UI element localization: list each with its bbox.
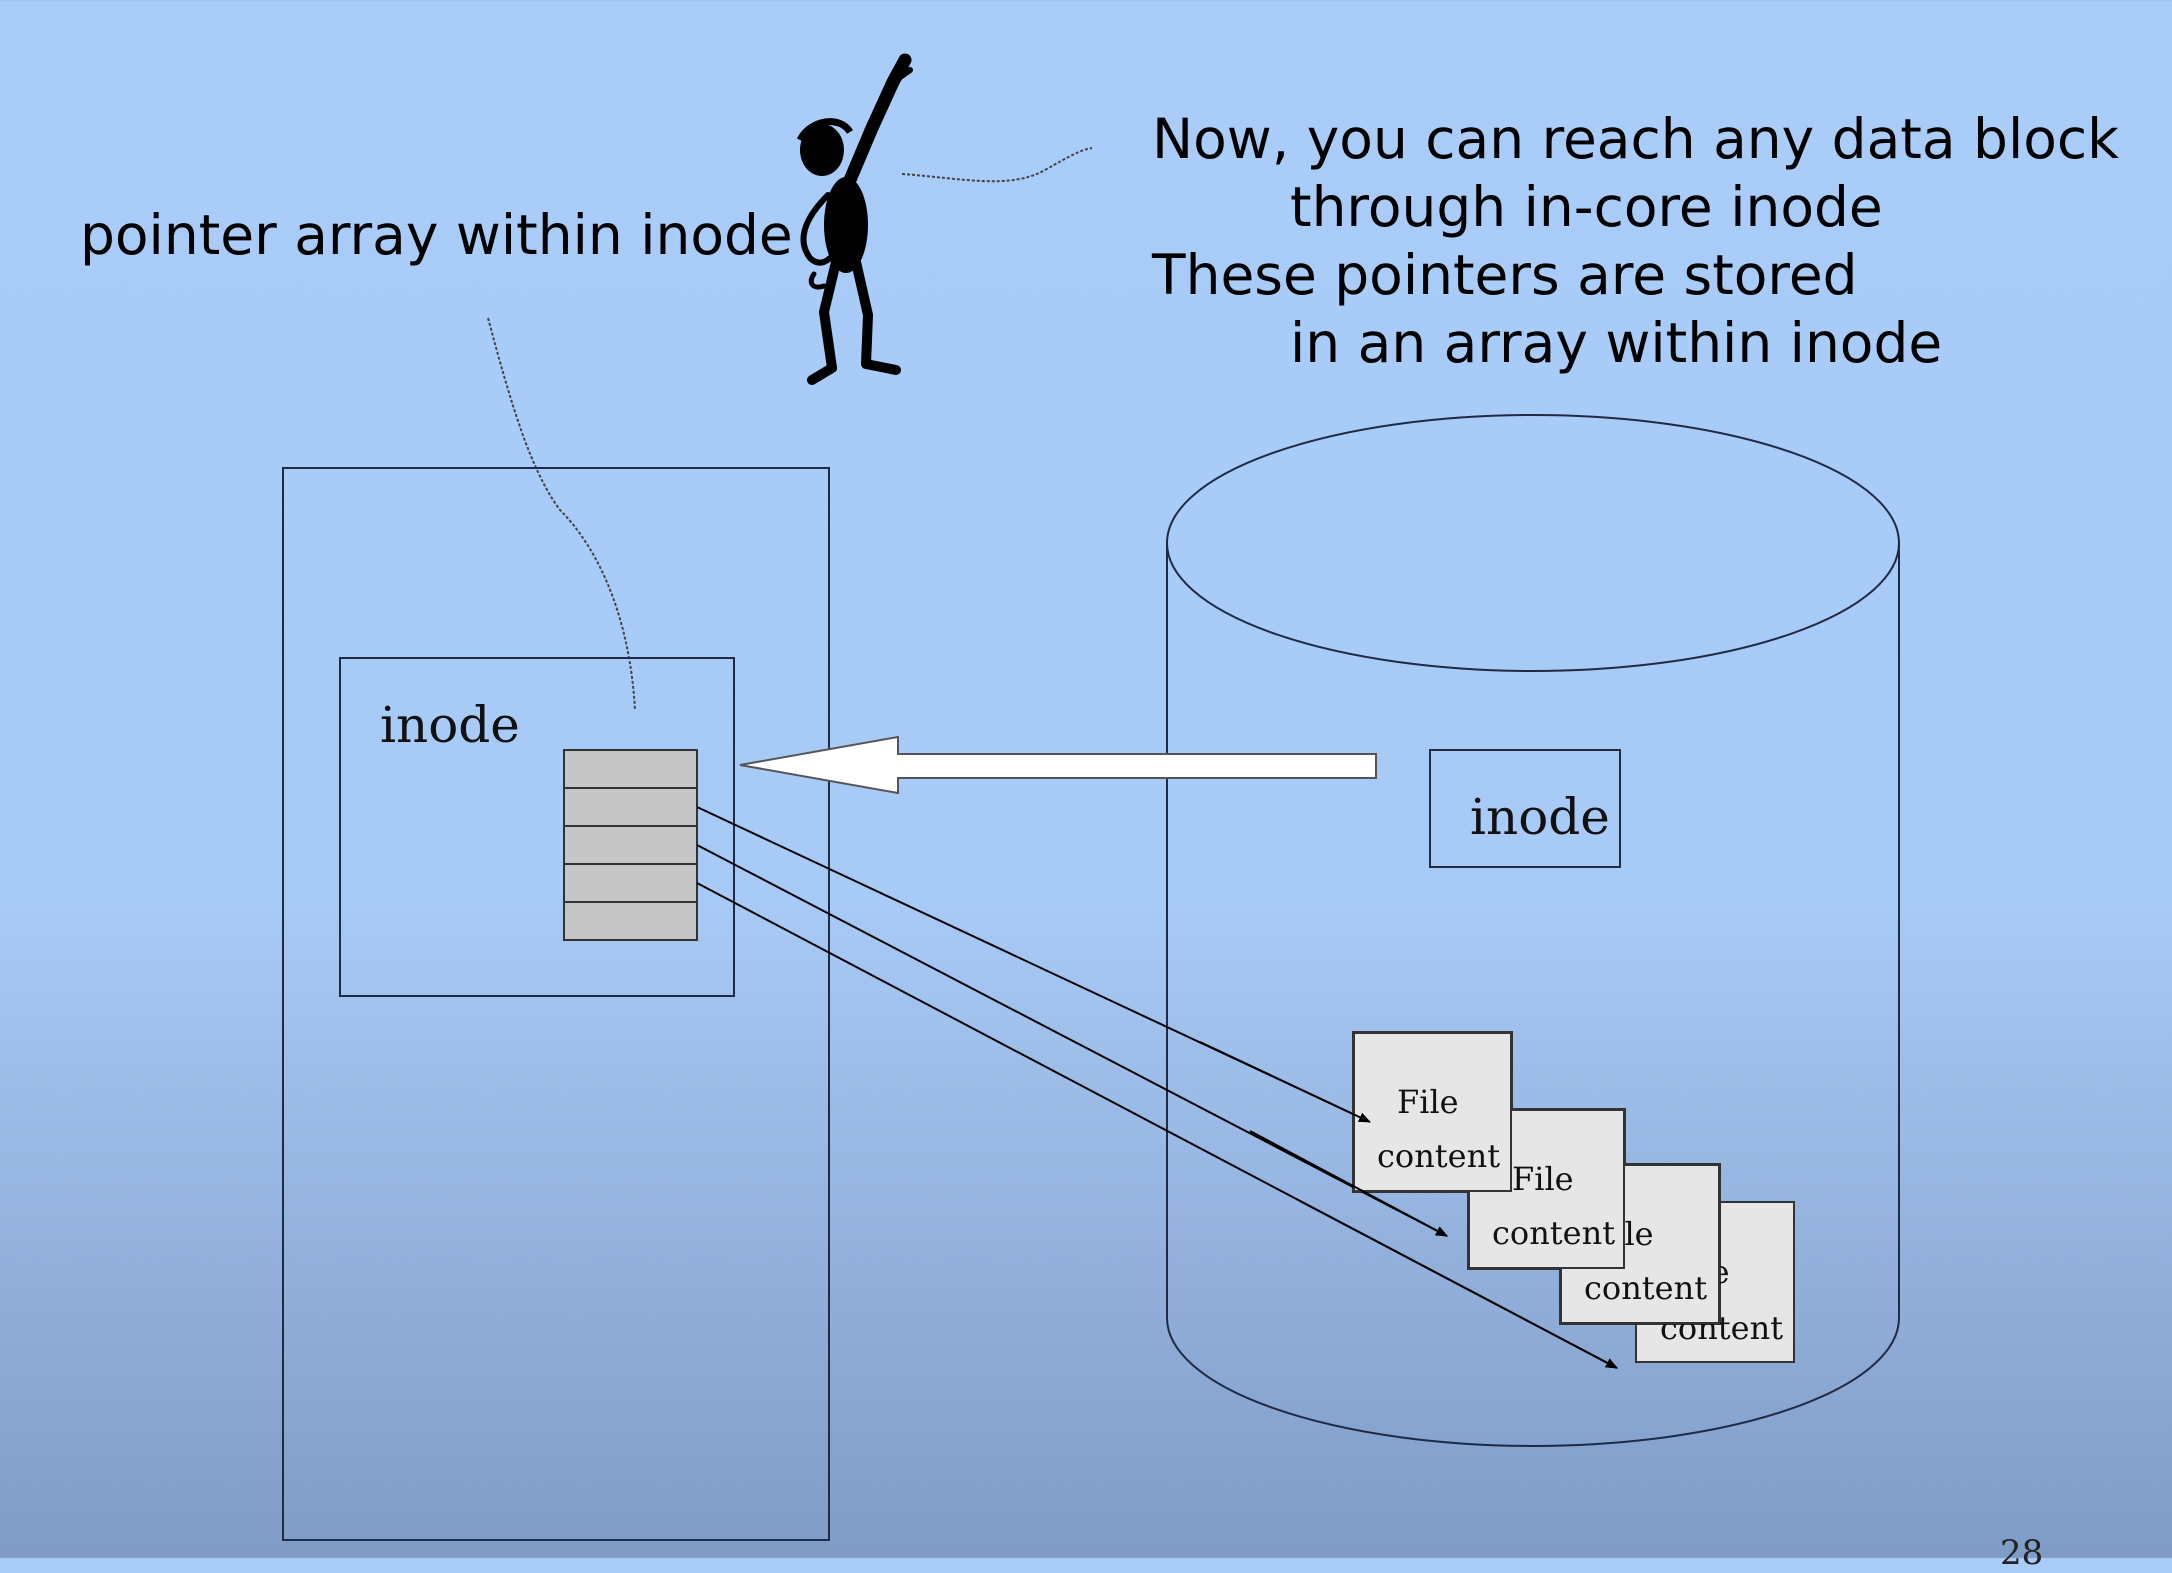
memory-box — [282, 467, 830, 1541]
callout-left-text: pointer array within inode — [80, 203, 793, 267]
pointer-slot — [563, 901, 698, 941]
callout-right-line-2: through in-core inode — [1290, 175, 1883, 239]
disk-cylinder — [1166, 414, 1900, 1447]
file-block-line1: File — [1512, 1160, 1574, 1198]
callout-right-line-3: These pointers are stored — [1152, 243, 1858, 307]
file-content-label-box: File content — [1353, 1032, 1512, 1192]
pointer-slot — [563, 825, 698, 865]
pointer-line — [696, 806, 1371, 1123]
file-block-line2: content — [1377, 1137, 1501, 1175]
incore-inode-label: inode — [380, 696, 520, 754]
pointer-line — [696, 844, 1448, 1237]
load-inode-arrow — [739, 735, 1377, 795]
callout-leader-right — [901, 147, 1093, 183]
pointer-array — [563, 749, 698, 941]
pointer-slot — [563, 863, 698, 903]
pointing-figure-icon — [796, 53, 913, 385]
file-block-line1: File — [1397, 1083, 1459, 1121]
callout-right-line-4: in an array within inode — [1290, 311, 1943, 375]
callout-right-line-1: Now, you can reach any data block — [1152, 107, 2119, 171]
callout-leader-left — [487, 317, 636, 711]
disk-inode-label: inode — [1470, 788, 1610, 846]
file-block-line2: content — [1584, 1269, 1708, 1307]
incore-inode-box — [339, 657, 735, 997]
pointer-slot — [563, 749, 698, 789]
page-number: 28 — [2000, 1533, 2044, 1573]
file-block-line2: content — [1492, 1214, 1616, 1252]
pointer-slot — [563, 787, 698, 827]
disk-inode-box — [1429, 749, 1621, 868]
